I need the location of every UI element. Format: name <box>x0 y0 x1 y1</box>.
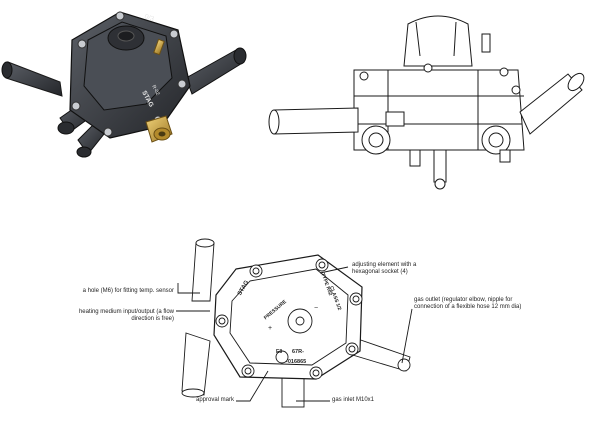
body-sign-minus: − <box>314 305 318 312</box>
annotated-diagram-graphic <box>176 238 413 408</box>
body-sign-plus-text: + <box>268 325 273 332</box>
regulator-sketch <box>268 0 598 210</box>
photo-body-text: 0/3 <box>143 13 155 23</box>
callout-approval-mark: approval mark <box>190 397 234 404</box>
callout-hole-m6-text: a hole (M6) for fitting temp. sensor <box>82 288 174 294</box>
body-cert-text: E8 <box>276 349 283 355</box>
regulator-sketch-graphic <box>268 15 585 190</box>
body-approval-number-text: -016865 <box>286 359 307 365</box>
callout-gas-outlet-text: gas outlet (regulator elbow, nipple for … <box>414 297 522 310</box>
callout-heating-medium-text: heating medium input/output (a flow dire… <box>78 309 174 322</box>
callout-approval-mark-text: approval mark <box>195 397 234 403</box>
body-approval-code: 67R- <box>292 349 304 356</box>
body-sign-minus-text: − <box>314 305 319 312</box>
body-approval-code-text: 67R- <box>292 349 304 355</box>
callout-gas-inlet-text: gas inlet M10x1 <box>332 397 375 403</box>
callout-hole-m6: a hole (M6) for fitting temp. sensor <box>82 288 174 295</box>
callout-adjusting-element-text: adjusting element with a hexagonal socke… <box>352 262 417 275</box>
callout-adjusting-element: adjusting element with a hexagonal socke… <box>352 262 442 276</box>
regulator-photo-graphic: 0/3 STAG R-02 <box>1 11 247 158</box>
callout-gas-inlet: gas inlet M10x1 <box>332 397 402 404</box>
regulator-photo: 0/3 STAG R-02 <box>0 0 250 190</box>
callout-gas-outlet: gas outlet (regulator elbow, nipple for … <box>414 297 532 311</box>
body-sign-plus: + <box>268 325 272 332</box>
photo-type-label: R-02 <box>150 84 160 97</box>
annotated-diagram: a hole (M6) for fitting temp. sensor hea… <box>0 225 604 426</box>
body-approval-number: -016865 <box>286 359 306 366</box>
body-cert: E8 <box>276 349 282 356</box>
callout-heating-medium: heating medium input/output (a flow dire… <box>66 309 174 323</box>
